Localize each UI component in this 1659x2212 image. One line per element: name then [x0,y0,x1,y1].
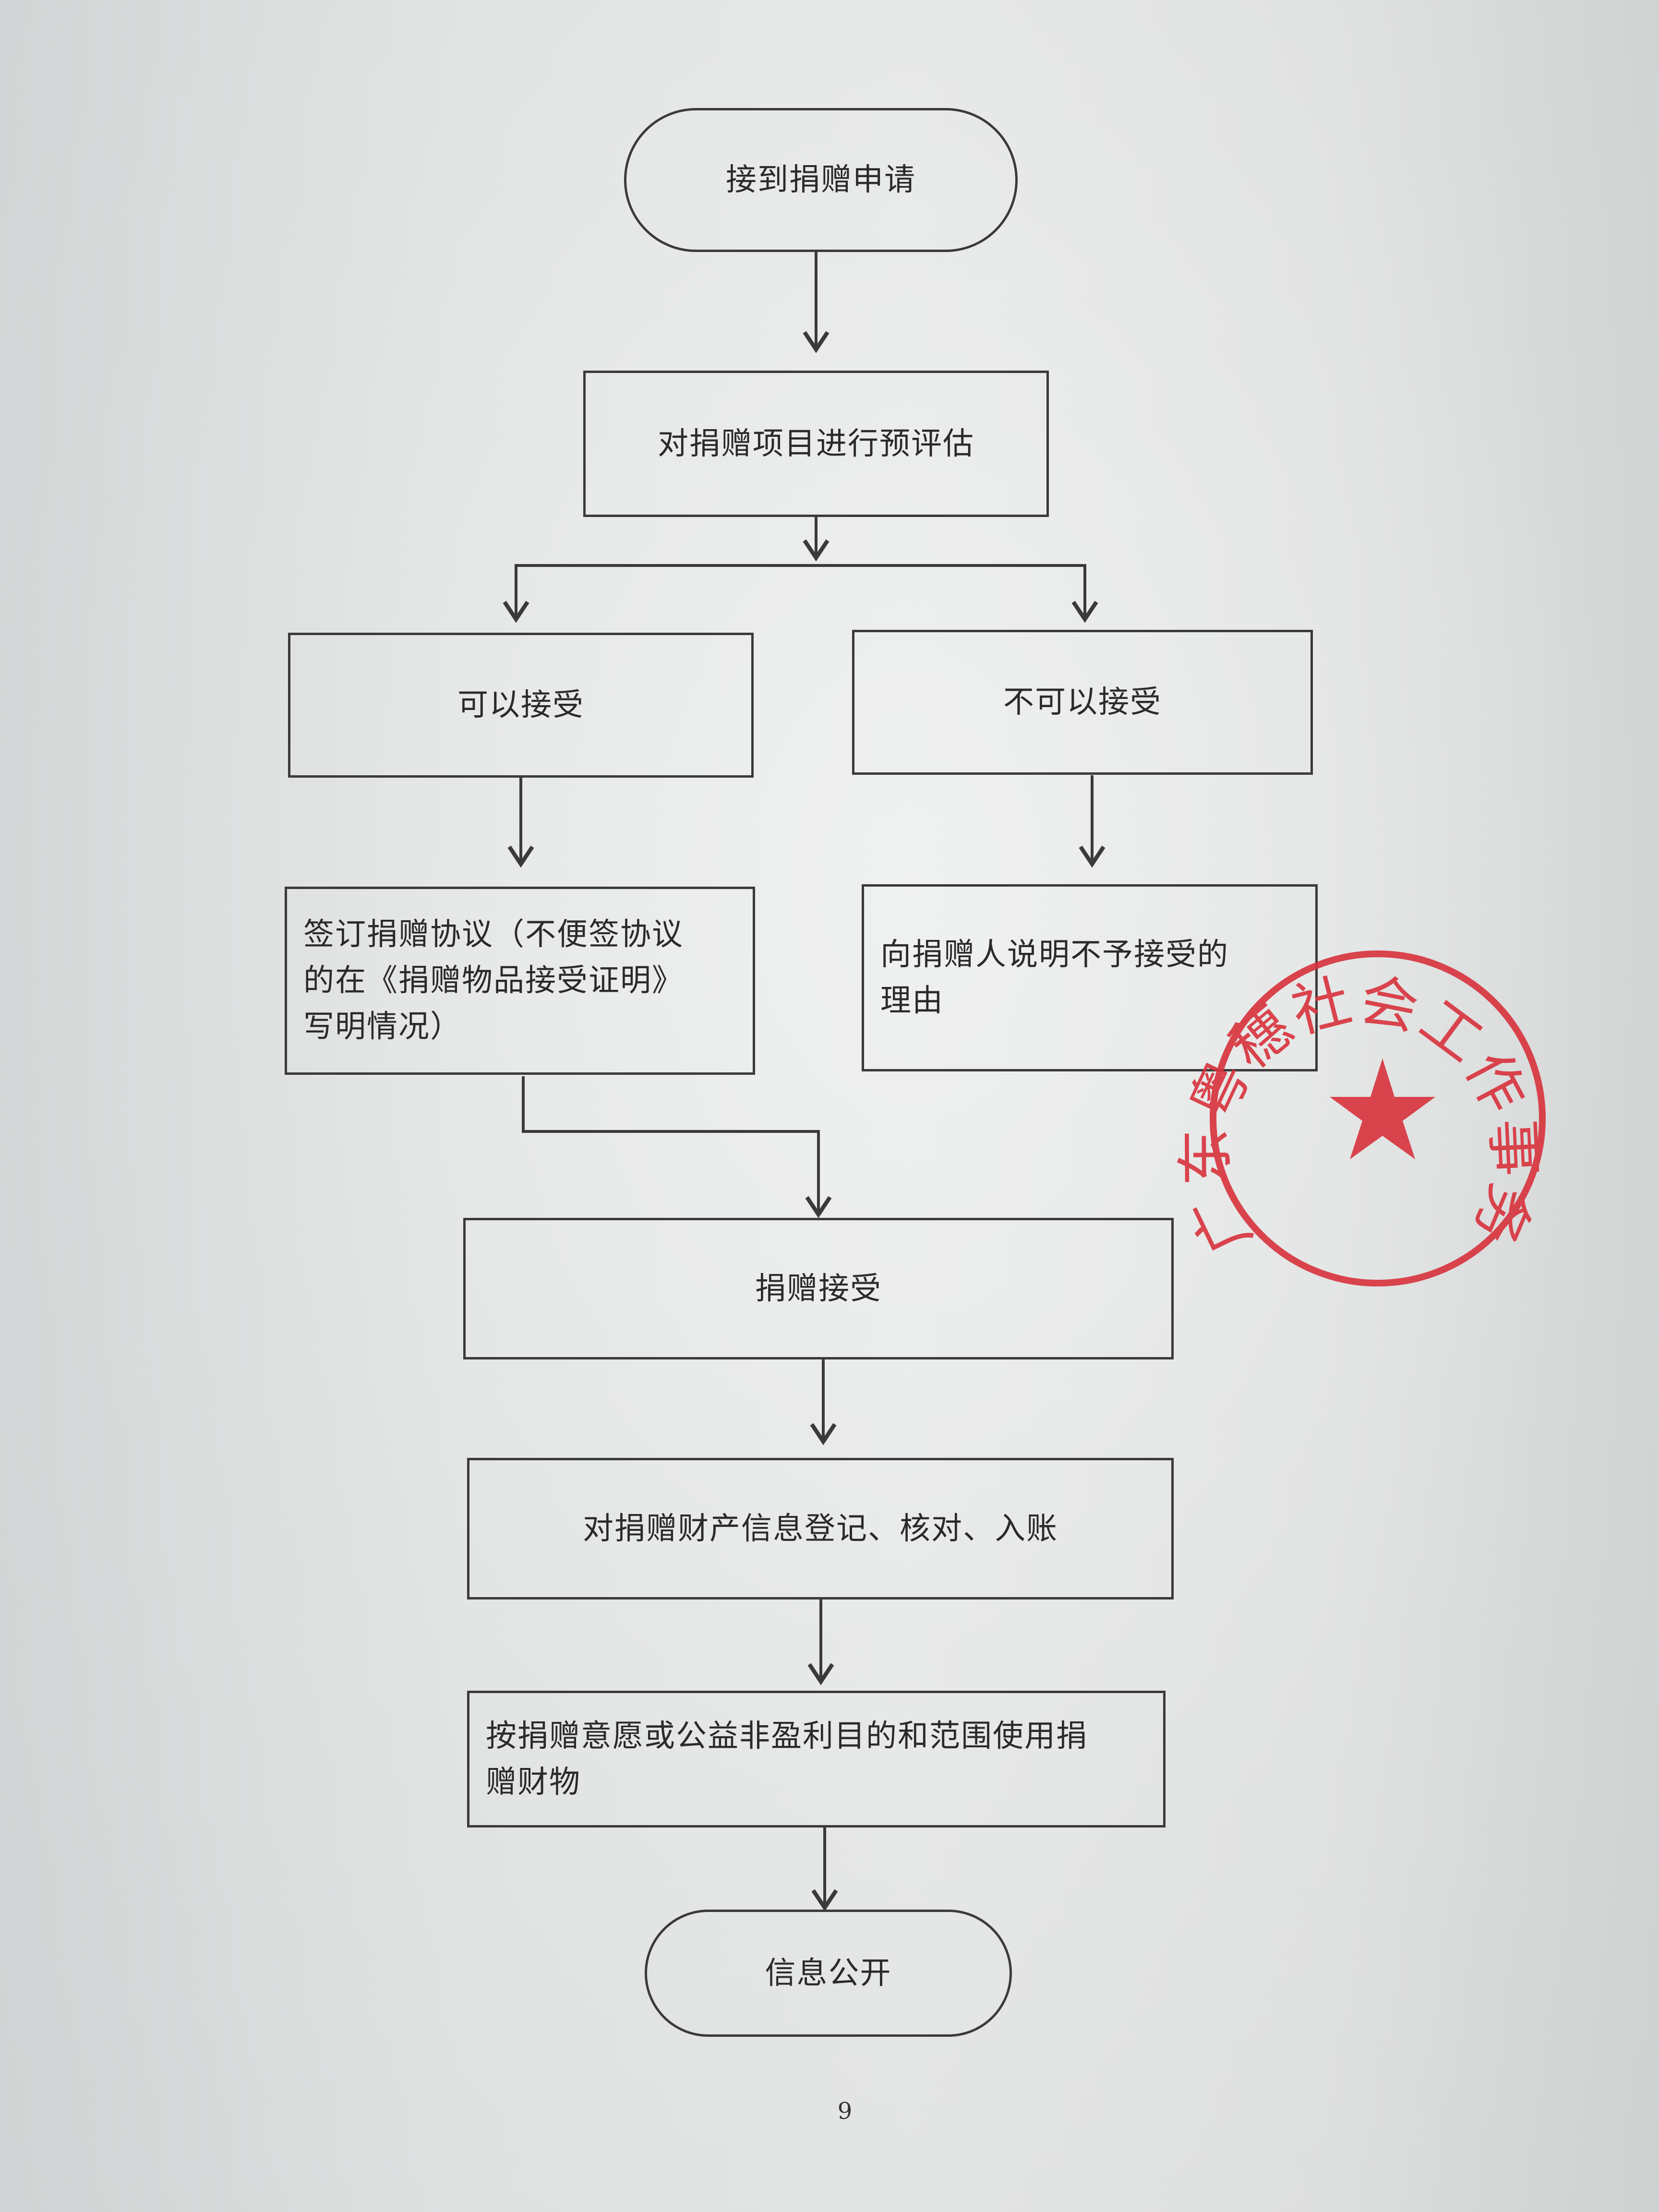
node-accept: 可以接受 [288,633,754,778]
seal-text: 广东粤穗社会工作事务所 [0,0,1547,1264]
node-start-label: 接到捐赠申请 [726,162,916,198]
node-donation-received: 捐赠接受 [463,1218,1174,1359]
node-donation-received-label: 捐赠接受 [755,1271,882,1307]
node-reject-label: 不可以接受 [1003,685,1162,720]
node-publish-label: 信息公开 [765,1955,892,1991]
node-use-donation-label: 按捐赠意愿或公益非盈利目的和范围使用捐 赠财物 [486,1718,1088,1800]
node-start: 接到捐赠申请 [624,108,1018,252]
node-register-label: 对捐赠财产信息登记、核对、入账 [583,1511,1058,1547]
node-explain-reason: 向捐赠人说明不予接受的 理由 [862,884,1318,1071]
node-accept-label: 可以接受 [457,687,584,723]
arrow-sign-to-received [522,1076,832,1218]
node-pre-assess: 对捐赠项目进行预评估 [583,371,1049,517]
node-pre-assess-label: 对捐赠项目进行预评估 [658,426,974,462]
node-use-donation: 按捐赠意愿或公益非盈利目的和范围使用捐 赠财物 [467,1691,1166,1827]
node-reject: 不可以接受 [852,630,1313,775]
node-sign-agreement-label: 签订捐赠协议（不便签协议 的在《捐赠物品接受证明》 写明情况） [303,917,684,1045]
star-icon [1330,1058,1435,1159]
node-explain-reason-label: 向捐赠人说明不予接受的 理由 [880,937,1229,1019]
node-publish: 信息公开 [645,1910,1012,2037]
split-branch-line [515,564,1086,619]
node-sign-agreement: 签订捐赠协议（不便签协议 的在《捐赠物品接受证明》 写明情况） [285,887,755,1075]
node-register: 对捐赠财产信息登记、核对、入账 [467,1458,1174,1599]
page-number: 9 [837,2098,853,2125]
